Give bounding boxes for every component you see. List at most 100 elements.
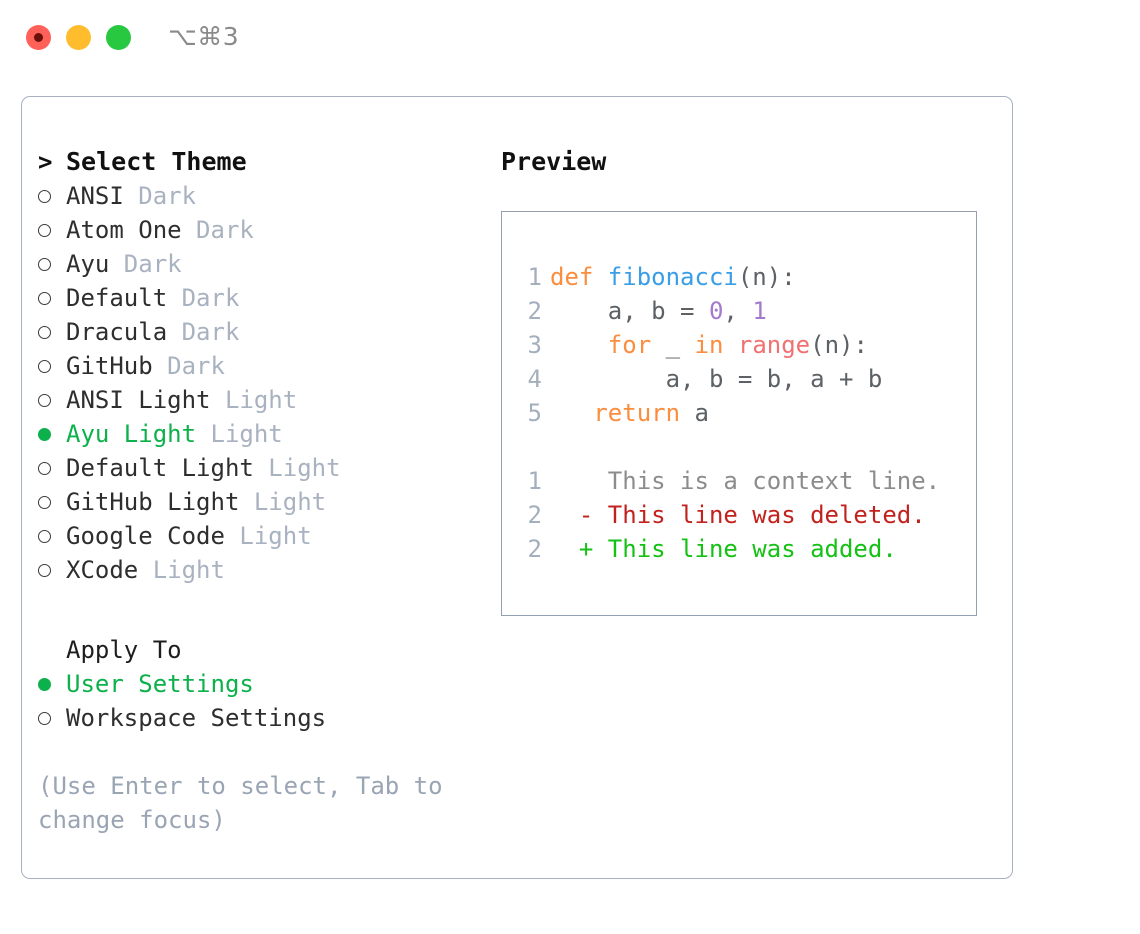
theme-variant-badge: Dark xyxy=(152,352,225,380)
code-token: for xyxy=(550,331,652,359)
maximize-button[interactable] xyxy=(106,25,131,50)
theme-option-github-light[interactable]: GitHub Light Light xyxy=(38,485,488,519)
diff-line: 2 - This line was deleted. xyxy=(516,498,940,532)
list-spacer xyxy=(38,587,488,633)
radio-unselected-icon xyxy=(38,281,66,315)
line-number: 2 xyxy=(527,535,542,563)
code-token: fibonacci xyxy=(607,263,738,291)
minimize-button[interactable] xyxy=(66,25,91,50)
code-token: 0 xyxy=(708,297,724,325)
theme-option-default[interactable]: Default Dark xyxy=(38,281,488,315)
theme-variant-badge: Dark xyxy=(181,216,254,244)
code-token: in xyxy=(694,331,738,359)
radio-selected-icon xyxy=(38,667,66,701)
code-token: _ xyxy=(651,331,695,359)
theme-option-label: Ayu xyxy=(66,250,110,278)
code-token: a xyxy=(680,399,709,427)
hint-spacer xyxy=(38,735,488,769)
code-diff-separator xyxy=(516,430,940,464)
theme-option-label: GitHub xyxy=(66,352,153,380)
radio-unselected-icon xyxy=(38,485,66,519)
theme-option-xcode[interactable]: XCode Light xyxy=(38,553,488,587)
theme-variant-badge: Light xyxy=(239,488,327,516)
theme-variant-badge: Dark xyxy=(167,284,240,312)
theme-option-ansi[interactable]: ANSI Dark xyxy=(38,179,488,213)
theme-option-ansi-light[interactable]: ANSI Light Light xyxy=(38,383,488,417)
apply-to-option-label: User Settings xyxy=(66,670,254,698)
code-token: , xyxy=(723,297,753,325)
theme-option-github[interactable]: GitHub Dark xyxy=(38,349,488,383)
apply-to-heading: Apply To xyxy=(38,633,488,667)
code-token: range xyxy=(737,331,811,359)
select-theme-heading: > Select Theme xyxy=(38,145,488,179)
apply-to-heading-label: Apply To xyxy=(66,636,182,664)
keyboard-hint-text: (Use Enter to select, Tab to change focu… xyxy=(38,772,458,834)
radio-unselected-icon xyxy=(38,247,66,281)
diff-line-text: + This line was added. xyxy=(550,535,897,563)
radio-unselected-icon xyxy=(38,383,66,417)
apply-to-option-user-settings[interactable]: User Settings xyxy=(38,667,488,701)
select-theme-heading-label: Select Theme xyxy=(66,147,247,176)
radio-unselected-icon xyxy=(38,451,66,485)
prompt-caret-icon: > xyxy=(38,148,53,176)
theme-option-ayu-light[interactable]: Ayu Light Light xyxy=(38,417,488,451)
code-line: 4 a, b = b, a + b xyxy=(516,362,940,396)
code-token: a, b = xyxy=(550,297,709,325)
line-number: 1 xyxy=(527,263,542,291)
theme-option-google-code[interactable]: Google Code Light xyxy=(38,519,488,553)
close-button[interactable] xyxy=(26,25,51,50)
line-number: 4 xyxy=(527,365,542,393)
line-number: 2 xyxy=(527,297,542,325)
theme-option-label: ANSI Light xyxy=(66,386,211,414)
radio-unselected-icon xyxy=(38,553,66,587)
radio-unselected-icon xyxy=(38,213,66,247)
theme-option-label: Default Light xyxy=(66,454,254,482)
diff-line-text: - This line was deleted. xyxy=(550,501,926,529)
theme-option-dracula[interactable]: Dracula Dark xyxy=(38,315,488,349)
theme-variant-badge: Dark xyxy=(109,250,182,278)
apply-to-option-label: Workspace Settings xyxy=(66,704,327,732)
theme-option-label: Dracula xyxy=(66,318,168,346)
theme-variant-badge: Light xyxy=(138,556,225,584)
preview-heading: Preview xyxy=(501,147,607,176)
code-line: 3 for _ in range(n): xyxy=(516,328,940,362)
theme-variant-badge: Dark xyxy=(167,318,240,346)
code-token: 1 xyxy=(752,297,767,325)
diff-line: 1 This is a context line. xyxy=(516,464,941,498)
radio-unselected-icon xyxy=(38,179,66,213)
apply-to-option-workspace-settings[interactable]: Workspace Settings xyxy=(38,701,488,735)
theme-option-atom-one[interactable]: Atom One Dark xyxy=(38,213,488,247)
code-token: (n): xyxy=(737,263,796,291)
radio-unselected-icon xyxy=(38,349,66,383)
line-number: 2 xyxy=(527,501,542,529)
line-number: 5 xyxy=(527,399,542,427)
theme-variant-badge: Light xyxy=(196,420,283,448)
code-token: return xyxy=(550,399,681,427)
theme-variant-badge: Dark xyxy=(123,182,197,210)
theme-option-label: GitHub Light xyxy=(66,488,240,516)
window-controls xyxy=(26,25,131,50)
code-token: (n): xyxy=(810,331,868,359)
line-number: 3 xyxy=(527,331,542,359)
theme-option-label: XCode xyxy=(66,556,139,584)
theme-option-default-light[interactable]: Default Light Light xyxy=(38,451,488,485)
theme-variant-badge: Light xyxy=(224,522,312,550)
radio-unselected-icon xyxy=(38,701,66,735)
diff-line-text: This is a context line. xyxy=(550,467,941,495)
line-number: 1 xyxy=(527,467,542,495)
theme-option-ayu[interactable]: Ayu Dark xyxy=(38,247,488,281)
radio-unselected-icon xyxy=(38,315,66,349)
theme-option-label: Ayu Light xyxy=(66,420,197,448)
code-line: 2 a, b = 0, 1 xyxy=(516,294,940,328)
diff-line: 2 + This line was added. xyxy=(516,532,940,566)
theme-option-label: Atom One xyxy=(66,216,182,244)
radio-selected-icon xyxy=(38,417,66,451)
